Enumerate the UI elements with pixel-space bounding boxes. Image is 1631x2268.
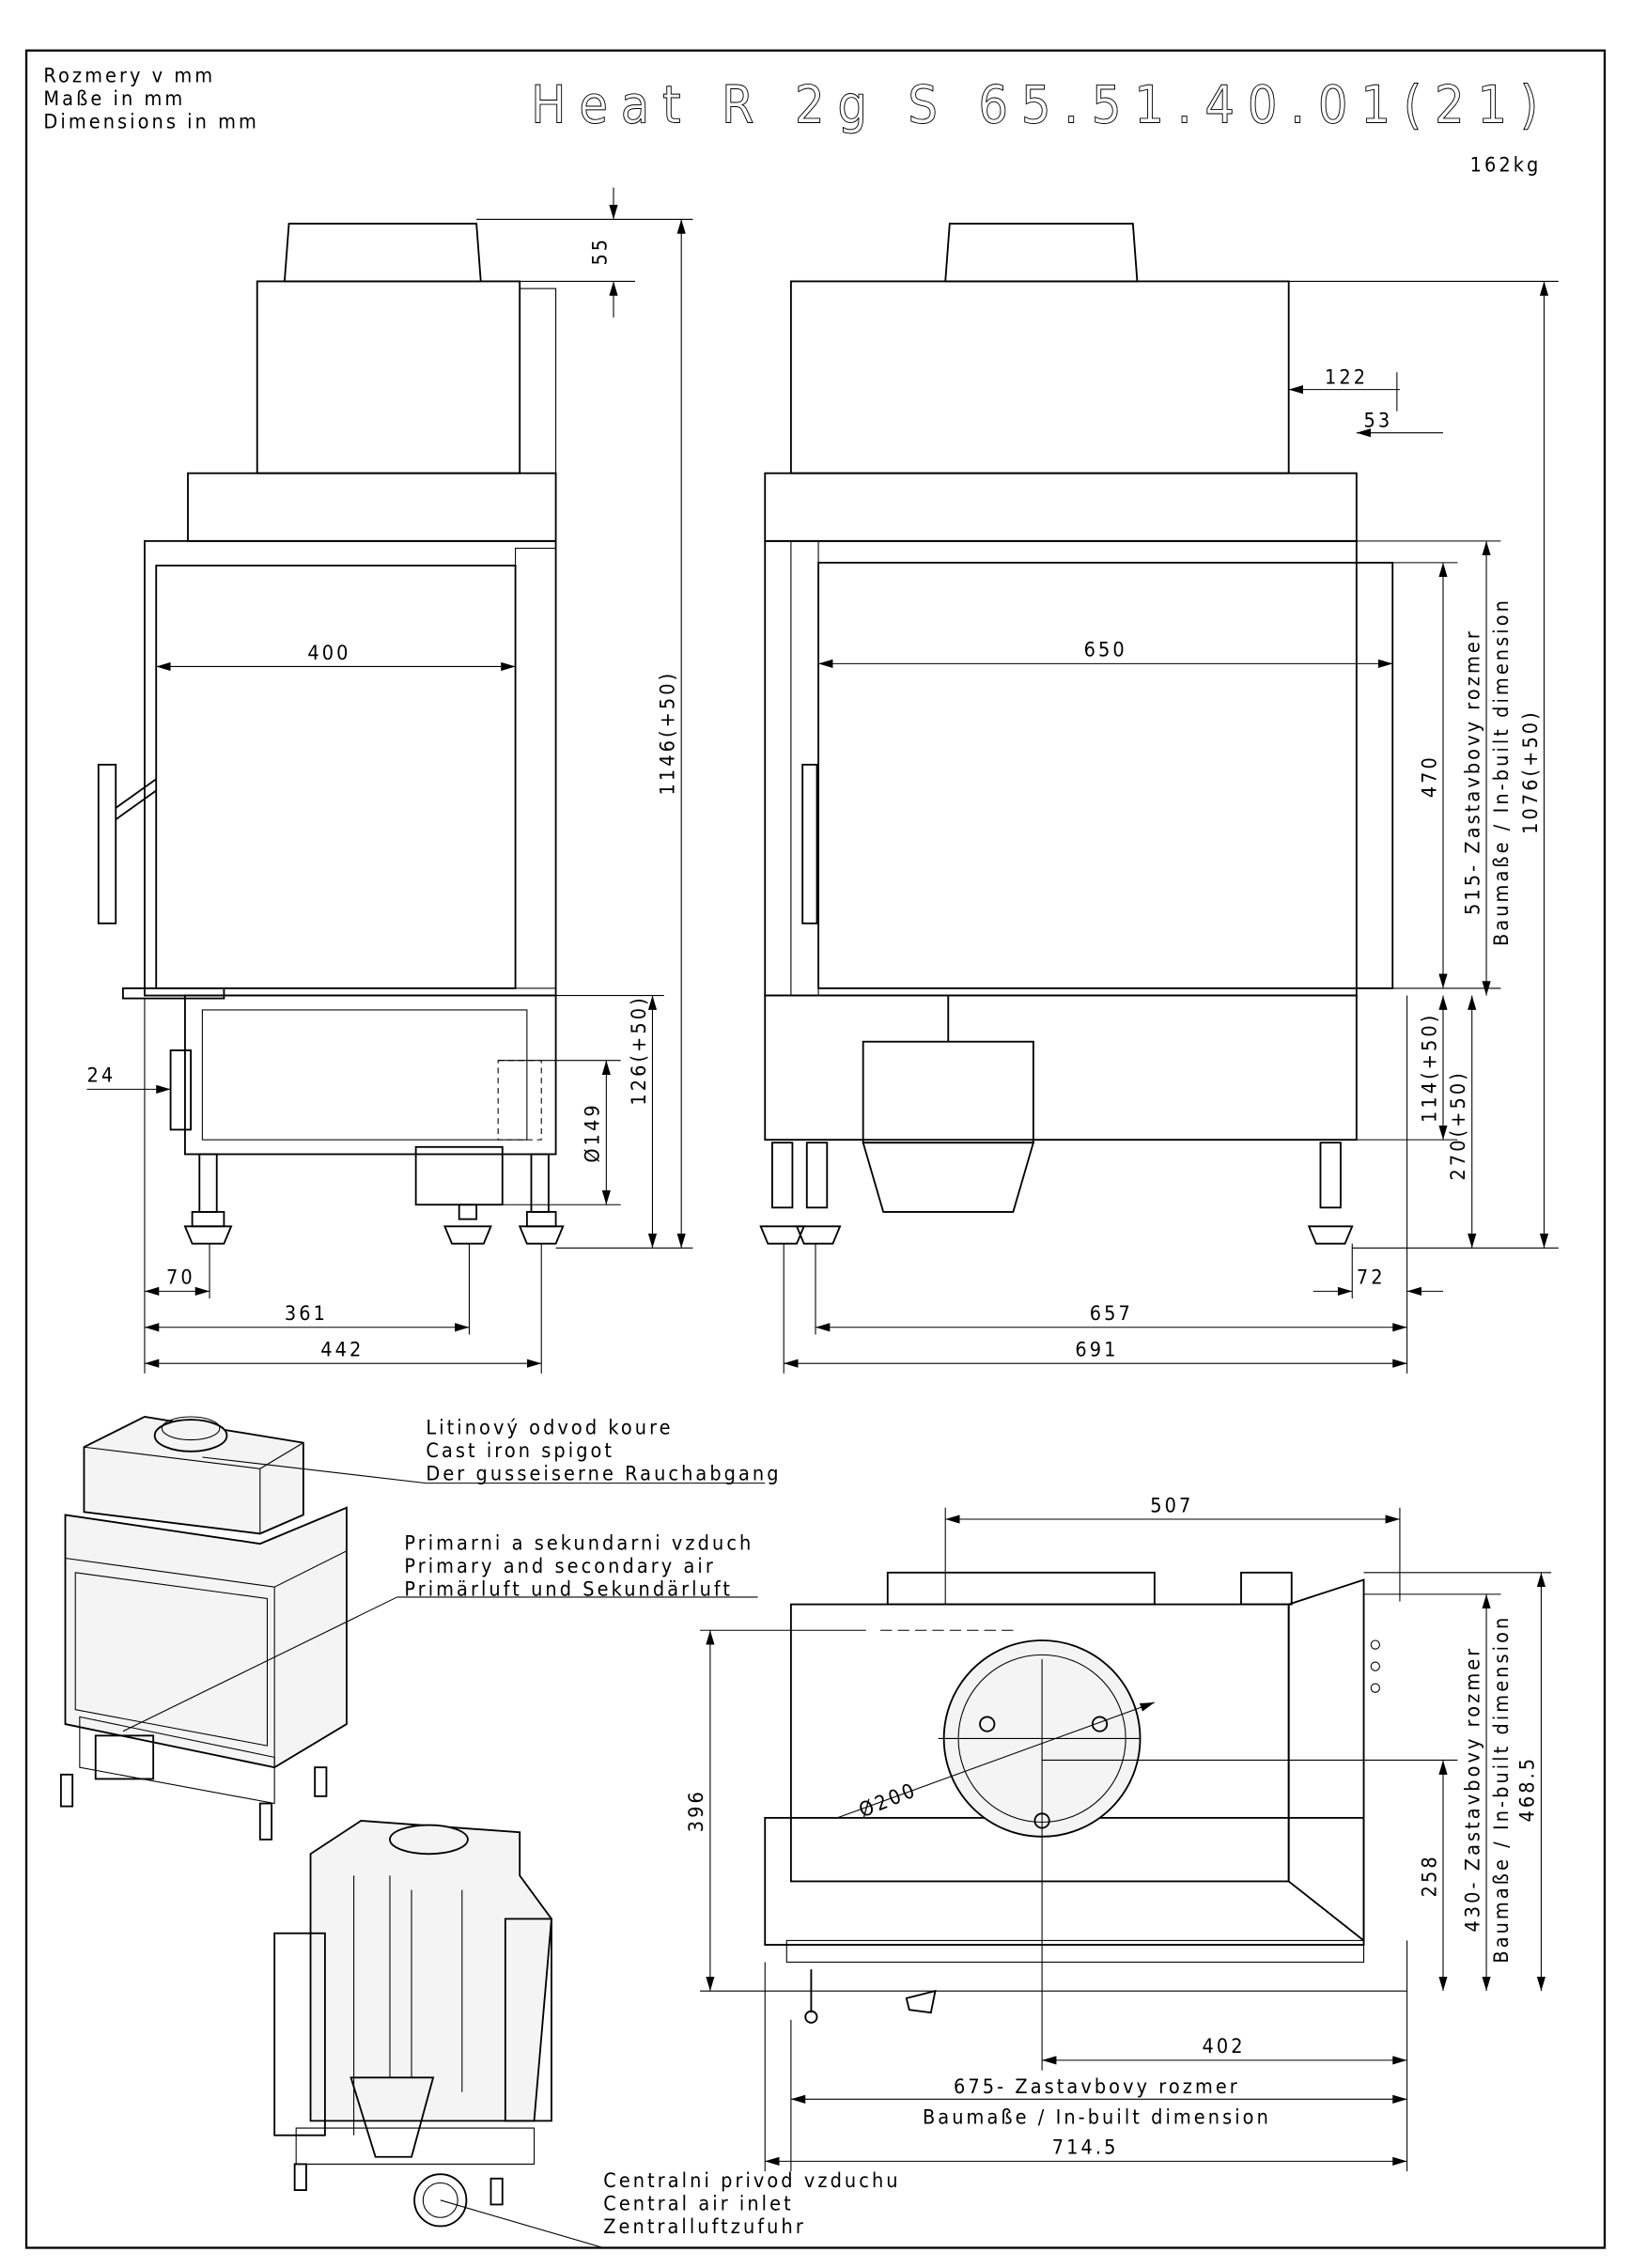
dim-72: 72: [1357, 1266, 1386, 1290]
callout-air: Primarni a sekundarni vzduch Primary and…: [396, 1531, 758, 1601]
dim-442: 442: [320, 1338, 364, 1361]
units-de: Maße in mm: [43, 87, 185, 111]
inbuilt-label-2: Baumaße / In-built dimension: [1490, 598, 1514, 946]
dim-53: 53: [1364, 410, 1393, 433]
dim-270: 270(+50): [1447, 1070, 1470, 1180]
dim-126: 126(+50): [628, 995, 651, 1105]
dim-258: 258: [1418, 1854, 1441, 1897]
callout-text: Der gusseiserne Rauchabgang: [426, 1463, 781, 1486]
side-view: 122 53 650 470 515- Zastavbovy rozmer Ba…: [759, 223, 1559, 1374]
callout-text: Central air inlet: [603, 2193, 794, 2216]
inbuilt-width-label-1: 675- Zastavbovy rozmer: [954, 2075, 1240, 2099]
callout-spigot: Litinový odvod koure Cast iron spigot De…: [426, 1416, 781, 1486]
callout-text: Cast iron spigot: [426, 1439, 614, 1463]
top-view: 507 396 Ø200 258 430- Zastavbovy rozmer …: [685, 1494, 1552, 2172]
isometric-front-view: [59, 1416, 427, 1841]
inbuilt-label-1: 515- Zastavbovy rozmer: [1461, 629, 1484, 915]
weight-label: 162kg: [1470, 154, 1542, 178]
dim-55: 55: [588, 237, 612, 266]
dim-468-5: 468.5: [1516, 1756, 1540, 1823]
front-view: 400 55 1146(+50) 126(+50) Ø149 24 70 361…: [87, 187, 693, 1374]
dim-149: Ø149: [582, 1102, 605, 1162]
dim-691: 691: [1075, 1338, 1118, 1361]
dim-396: 396: [685, 1789, 708, 1832]
dim-650: 650: [1084, 639, 1127, 662]
inbuilt-depth-label-2: Baumaße / In-built dimension: [1490, 1615, 1514, 1964]
units-en: Dimensions in mm: [43, 111, 259, 134]
inbuilt-depth-label-1: 430- Zastavbovy rozmer: [1461, 1646, 1484, 1933]
callout-text: Centralni privod vzduchu: [603, 2169, 900, 2193]
callout-text: Litinový odvod koure: [426, 1416, 673, 1439]
dim-70: 70: [166, 1266, 195, 1290]
callout-text: Primarni a sekundarni vzduch: [404, 1531, 753, 1555]
dim-402: 402: [1203, 2035, 1246, 2058]
units-note: Rozmery v mm Maße in mm Dimensions in mm: [43, 65, 259, 134]
dim-1076: 1076(+50): [1519, 709, 1543, 834]
dim-714-5: 714.5: [1052, 2136, 1119, 2160]
dim-114: 114(+50): [1418, 1013, 1441, 1123]
dim-400: 400: [307, 642, 350, 665]
callout-text: Zentralluftzufuhr: [603, 2215, 806, 2239]
inbuilt-width-label-2: Baumaße / In-built dimension: [923, 2105, 1271, 2129]
dim-657: 657: [1090, 1302, 1133, 1326]
dim-470: 470: [1418, 754, 1441, 798]
dim-122: 122: [1325, 365, 1368, 389]
dim-507: 507: [1150, 1494, 1193, 1517]
units-cz: Rozmery v mm: [43, 65, 215, 88]
isometric-rear-view: [273, 1820, 604, 2249]
drawing-title: Heat R 2g S 65.51.40.01(21): [531, 76, 1551, 136]
dim-361: 361: [285, 1302, 328, 1326]
dim-200: Ø200: [856, 1779, 921, 1823]
callout-text: Primärluft und Sekundärluft: [404, 1577, 733, 1601]
dim-1146: 1146(+50): [657, 671, 680, 796]
callout-text: Primary and secondary air: [404, 1555, 716, 1578]
dim-24: 24: [87, 1064, 116, 1088]
callout-central-air: Centralni privod vzduchu Central air inl…: [603, 2169, 909, 2249]
